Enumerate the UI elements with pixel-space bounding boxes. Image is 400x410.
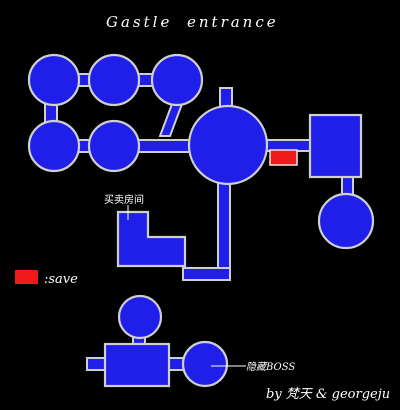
room-circle-top-right [150,53,204,107]
map-title-left: Gastle [106,13,172,31]
corridor-diagonal [158,103,184,137]
room-shop [116,210,187,268]
corridor-central-south [217,169,231,281]
corridor-bottom-west [86,357,106,371]
hidden-boss-label: 隐藏BOSS [246,361,295,373]
map-credit: by 梵天 & georgeju [266,387,390,402]
room-circle-bottom-middle [87,119,141,173]
room-bottom-circle-north [117,294,163,340]
legend-save-swatch [15,270,38,284]
corridor-bottom-2 [131,139,195,153]
legend-save-text: :save [44,272,78,287]
corridor-to-shop [182,267,231,281]
room-bottom-square [103,342,171,388]
room-circle-bottom-left [27,119,81,173]
shop-label: 买卖房间 [104,193,144,206]
room-central-hall [187,104,269,186]
room-circle-top-left [27,53,81,107]
room-circle-top-middle [87,53,141,107]
save-room-marker [269,149,298,166]
room-hidden-boss [181,340,229,388]
room-east-circle [317,192,375,250]
map-title-right: entrance [187,13,279,31]
room-east-square [308,113,363,179]
